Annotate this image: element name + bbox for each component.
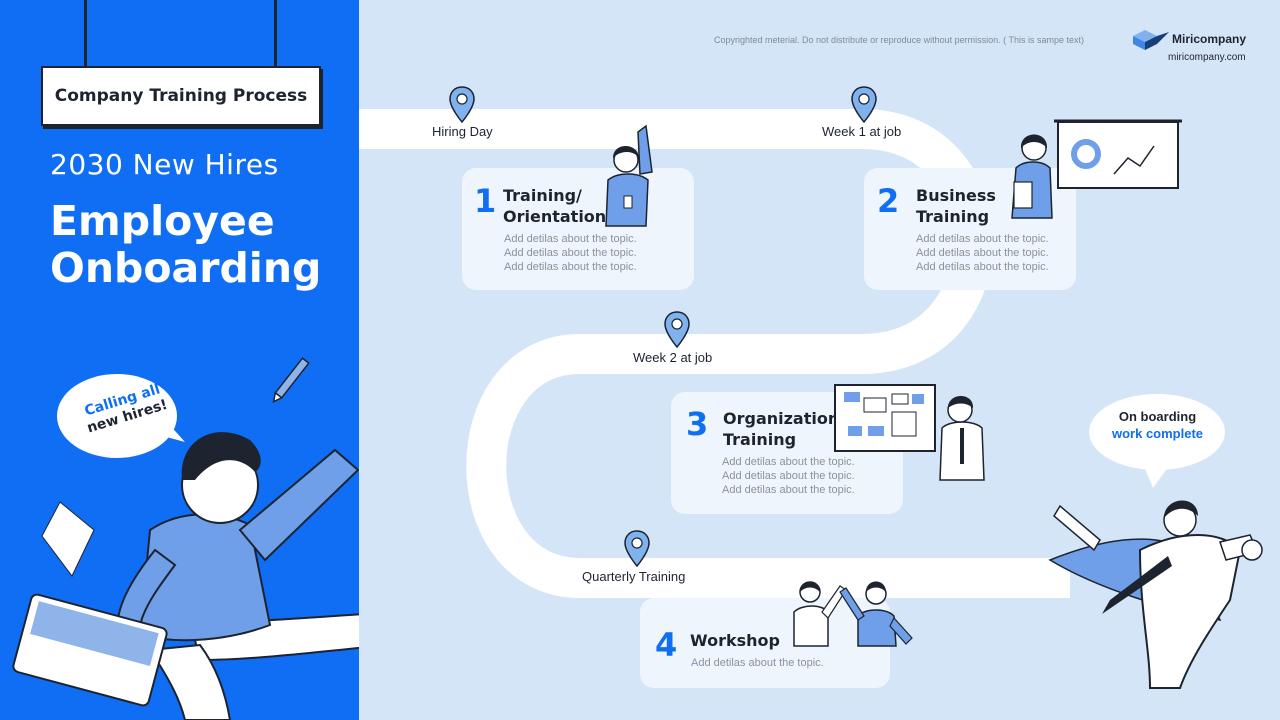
pencil-icon [272, 357, 310, 403]
step-card-4 [640, 598, 890, 688]
cheering-woman-illustration [605, 124, 653, 227]
sign-label: Company Training Process [54, 86, 308, 106]
copyright-notice: Copyrighted meterial. Do not distribute … [714, 35, 1084, 45]
location-pin-icon [624, 530, 650, 568]
desc-line: Add detilas about the topic. [504, 247, 637, 259]
brand-name: Miricompany [1172, 32, 1247, 46]
step-card-1 [462, 168, 694, 290]
flying-superhero-illustration [1048, 500, 1263, 689]
step-number: 1 [474, 182, 497, 220]
step-description: Add detilas about the topic. Add detilas… [722, 455, 855, 497]
step-description: Add detilas about the topic. [691, 656, 824, 670]
milestone-label: Week 2 at job [633, 350, 713, 365]
step-description: Add detilas about the topic. Add detilas… [916, 232, 1049, 274]
title-line-2: Onboarding [50, 244, 322, 292]
completion-line-1: On boarding [1118, 409, 1197, 424]
hanging-wire-right [274, 0, 277, 66]
paper-sheet-icon [41, 501, 95, 577]
desc-line: Add detilas about the topic. [916, 233, 1049, 245]
milestone-label: Quarterly Training [582, 569, 686, 584]
desc-line: Add detilas about the topic. [504, 261, 637, 273]
milestone-label: Hiring Day [432, 124, 493, 139]
speech-bubble-icon [1089, 394, 1225, 488]
desc-line: Add detilas about the topic. [722, 484, 855, 496]
desc-line: Add detilas about the topic. [722, 470, 855, 482]
hanging-sign: Company Training Process [41, 66, 321, 126]
step-title: Organization Training [723, 409, 840, 449]
title-line-1: Employee [50, 197, 275, 245]
milestone-label: Week 1 at job [822, 124, 902, 139]
subtitle: 2030 New Hires [50, 148, 279, 181]
speech-bubble-icon [57, 374, 185, 458]
high-five-illustration [793, 581, 913, 647]
completion-line-2: work complete [1111, 426, 1204, 441]
location-pin-icon [449, 86, 475, 124]
step-title: Business Training [916, 186, 996, 226]
running-new-hire-illustration [12, 432, 359, 720]
step-description: Add detilas about the topic. Add detilas… [504, 232, 637, 274]
desc-line: Add detilas about the topic. [691, 657, 824, 669]
location-pin-icon [851, 86, 877, 124]
desc-line: Add detilas about the topic. [916, 247, 1049, 259]
brand-url: miricompany.com [1168, 52, 1246, 63]
hanging-wire-left [84, 0, 87, 66]
step-number: 3 [686, 405, 709, 443]
brand-logo-icon [1133, 30, 1169, 50]
manager-at-board-illustration [834, 384, 985, 481]
presenter-with-chart-illustration [1011, 119, 1182, 219]
desc-line: Add detilas about the topic. [722, 456, 855, 468]
desc-line: Add detilas about the topic. [916, 261, 1049, 273]
page-title: Employee Onboarding [50, 198, 321, 292]
step-number: 2 [877, 182, 900, 220]
step-title: Training/ Orientation [503, 186, 607, 226]
step-number: 4 [655, 626, 678, 664]
completion-text: On boarding work complete [1100, 408, 1215, 442]
location-pin-icon [664, 311, 690, 349]
step-title: Workshop [690, 631, 780, 650]
hero-panel: Company Training Process 2030 New Hires … [0, 0, 359, 720]
desc-line: Add detilas about the topic. [504, 233, 637, 245]
